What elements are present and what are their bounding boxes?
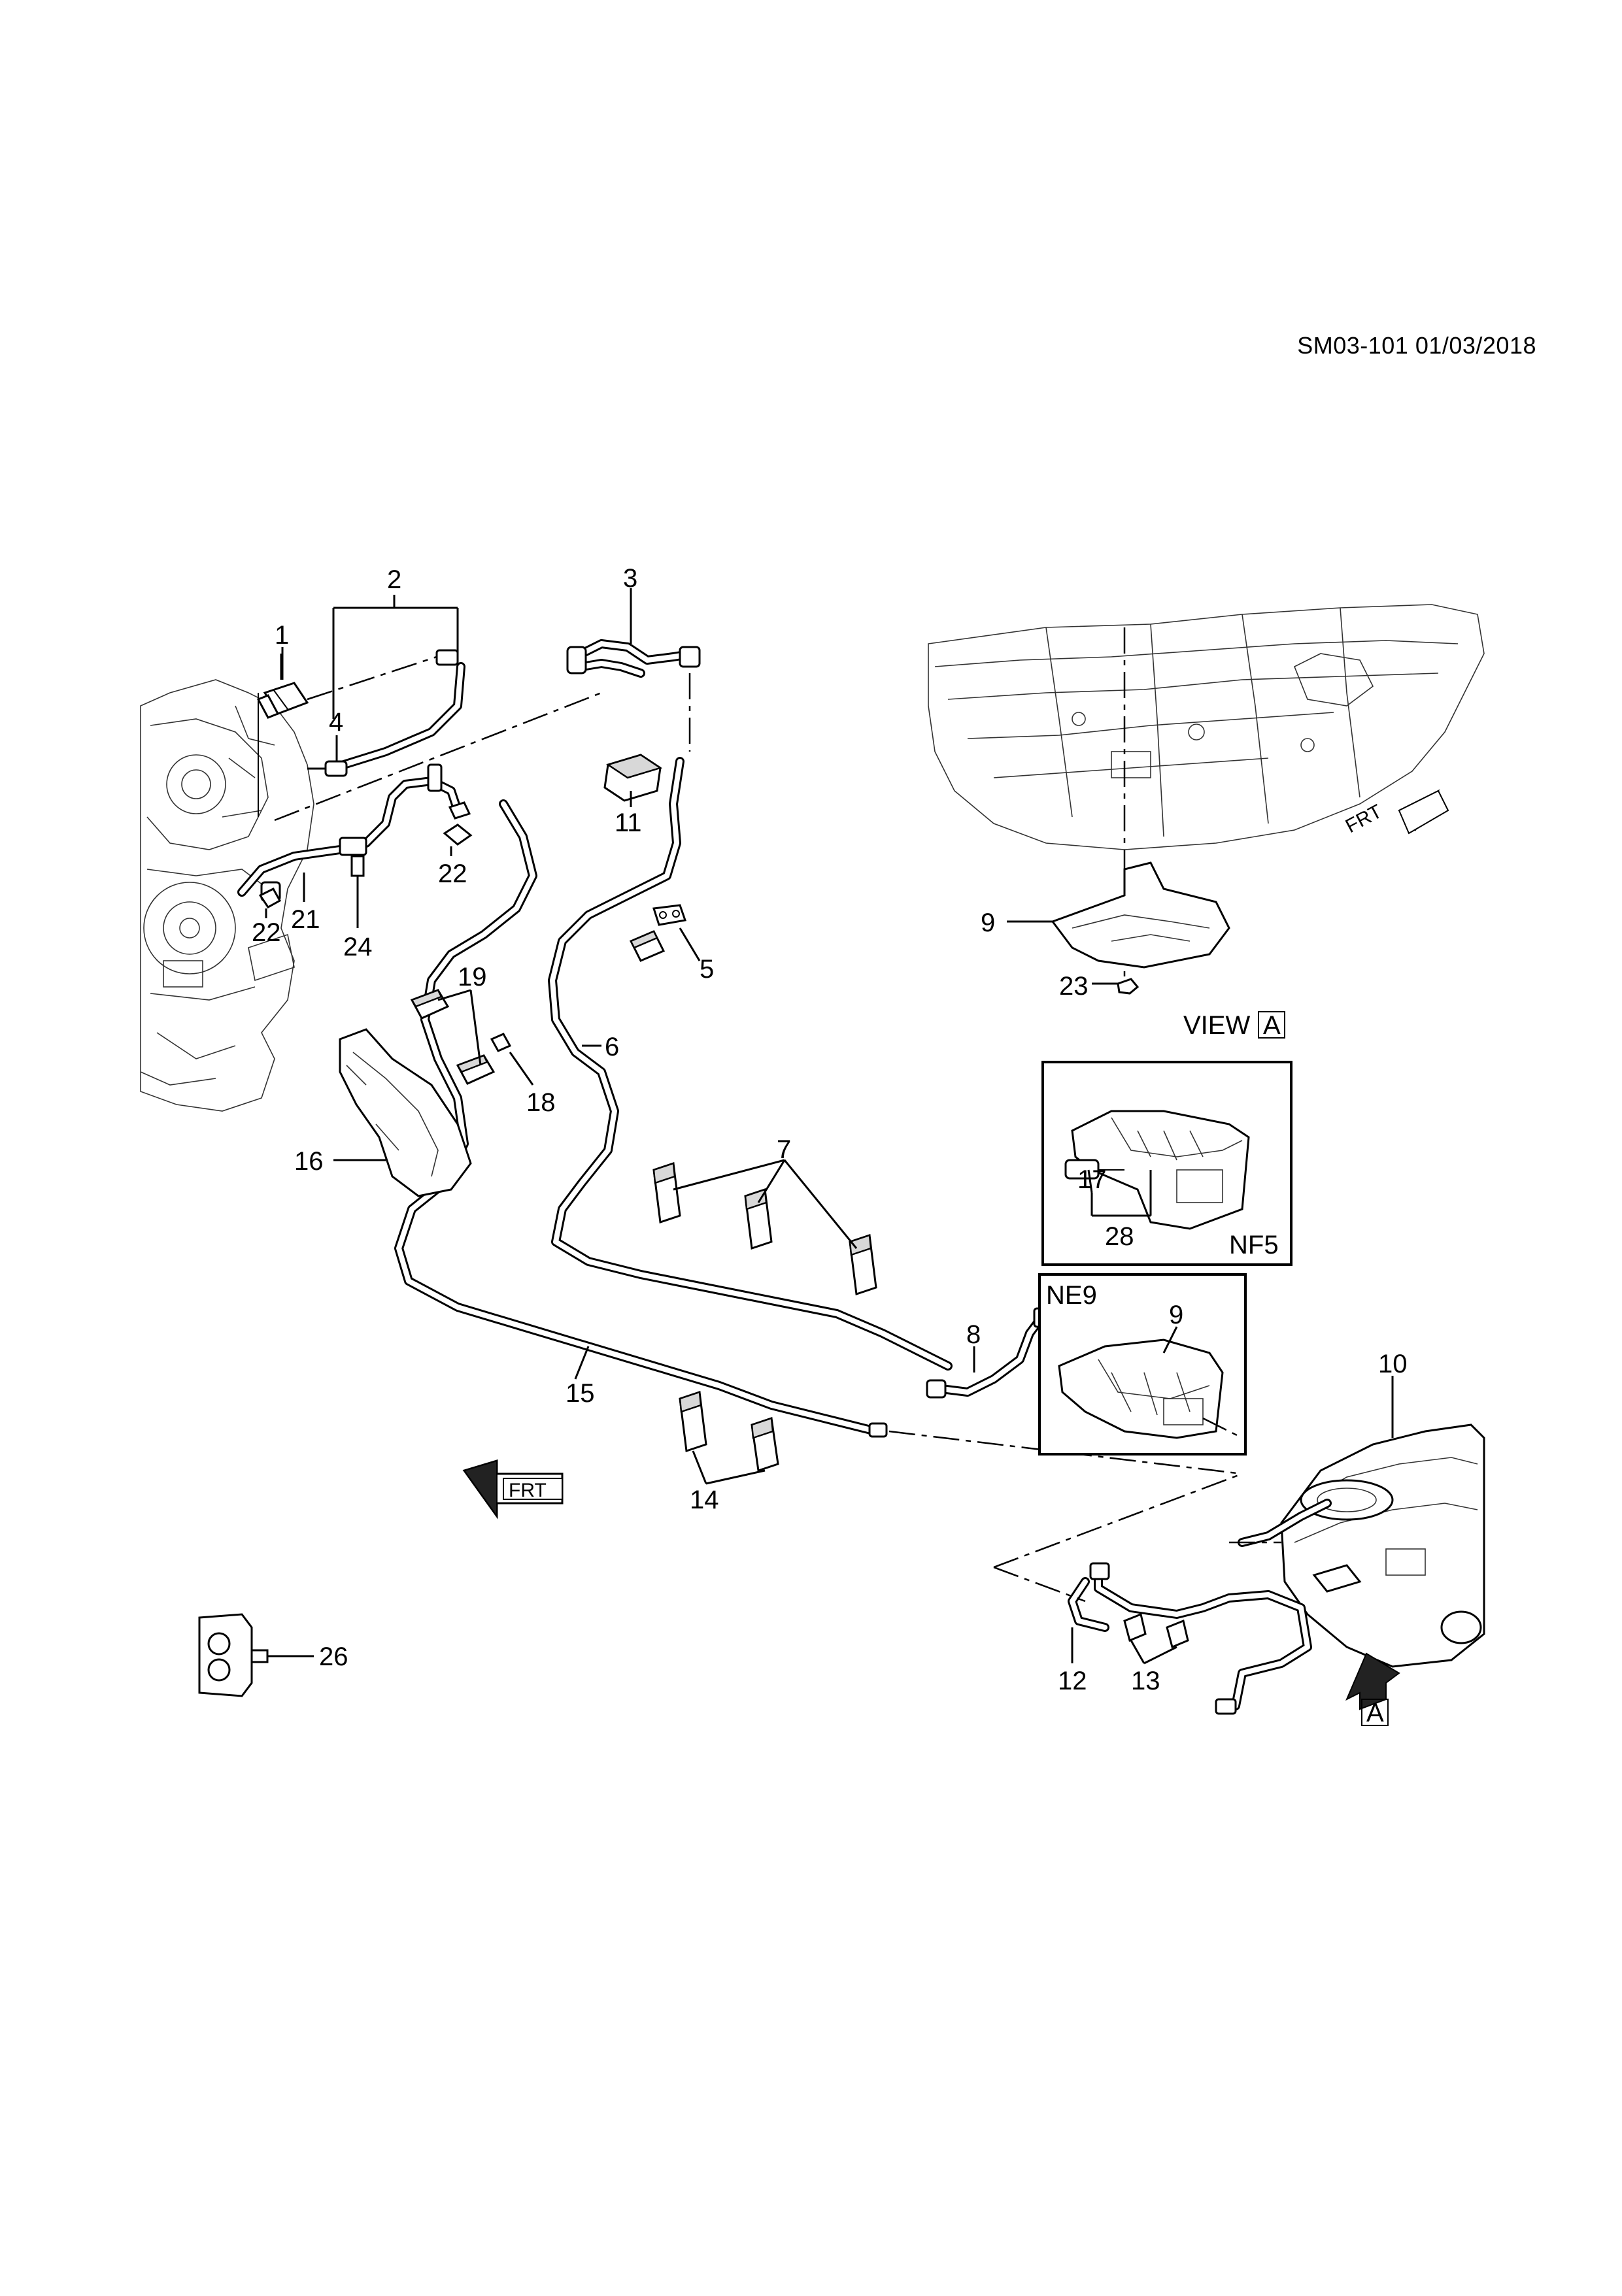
purge-pipe-2 [307, 649, 465, 773]
callout-15: 15 [566, 1379, 595, 1408]
callout-labels: 1 2 3 4 5 6 7 8 9 9 10 11 12 13 14 15 16… [252, 564, 1408, 1695]
frt-label-upper: FRT [1342, 801, 1386, 837]
hose-8 [926, 1307, 1051, 1399]
view-letter-box: A [1263, 1011, 1281, 1040]
callout-5: 5 [700, 955, 714, 984]
underbody-structure [928, 604, 1485, 980]
clip-13-b [1166, 1619, 1189, 1649]
heat-shield-16 [339, 1028, 472, 1197]
callout-11: 11 [615, 808, 642, 837]
clip-11 [603, 754, 662, 802]
canister-shield-9-view-a [1051, 861, 1230, 969]
callout-16: 16 [294, 1147, 324, 1176]
front-direction-arrow-upper: FRT [1342, 789, 1449, 837]
clip-22-upper [443, 801, 473, 846]
callout-9-ne9: 9 [1169, 1301, 1183, 1329]
callout-21: 21 [291, 905, 320, 934]
callout-24: 24 [343, 933, 373, 961]
clip-18 [490, 1033, 512, 1052]
a-arrow-letter: A [1366, 1699, 1384, 1727]
nut-23 [1117, 978, 1140, 995]
callout-22-upper: 22 [438, 859, 467, 888]
callout-18: 18 [526, 1088, 556, 1117]
clip-7-a [652, 1161, 681, 1224]
purge-pipe-3 [274, 639, 701, 822]
callout-8: 8 [966, 1320, 981, 1349]
view-a-label: VIEW A [1183, 1011, 1285, 1040]
clip-14-b [751, 1417, 779, 1472]
front-direction-arrow-lower: FRT [462, 1459, 564, 1520]
callout-26: 26 [319, 1642, 348, 1671]
clip-7-c [849, 1233, 877, 1296]
clip-19-lower [456, 1054, 496, 1085]
callout-10: 10 [1378, 1350, 1408, 1378]
document-id: SM03-101 01/03/2018 [1297, 332, 1536, 359]
callout-13: 13 [1131, 1667, 1160, 1695]
vapor-line-6 [548, 757, 953, 1371]
frt-label-lower: FRT [509, 1480, 547, 1501]
callout-2: 2 [387, 565, 401, 594]
bolt-4 [307, 760, 348, 777]
purge-valve [256, 654, 309, 817]
fuel-tank-10 [1238, 1423, 1485, 1668]
engine-block-illustration [140, 679, 314, 1112]
callout-28: 28 [1105, 1222, 1134, 1251]
callout-17: 17 [1077, 1165, 1107, 1194]
callout-1: 1 [275, 621, 289, 650]
callout-9-view-a: 9 [981, 908, 995, 937]
inset-ne9: NE9 [1038, 1273, 1247, 1456]
connector-24 [350, 855, 365, 895]
callout-6: 6 [605, 1033, 619, 1061]
callout-7: 7 [777, 1135, 791, 1164]
clip-5-lower [629, 930, 666, 962]
view-label-text: VIEW [1183, 1011, 1250, 1040]
callout-12: 12 [1058, 1667, 1087, 1695]
callout-4: 4 [329, 708, 343, 737]
clip-13-a [1123, 1612, 1147, 1642]
callout-22-lower: 22 [252, 918, 281, 947]
callout-3: 3 [623, 564, 637, 593]
inset-nf5: NF5 [1041, 1061, 1293, 1266]
callout-23: 23 [1059, 972, 1089, 1001]
callout-14: 14 [690, 1486, 719, 1514]
clip-22-lower [258, 888, 282, 908]
view-a-direction-arrow: A [1345, 1652, 1400, 1727]
rear-pipe-12 [1068, 1562, 1312, 1715]
inset-nf5-code: NF5 [1229, 1231, 1279, 1259]
clip-5-upper [652, 904, 686, 926]
leader-lines [265, 588, 1394, 1665]
clip-14-a [679, 1390, 707, 1453]
engine-pipe-21 [237, 763, 462, 902]
clip-19-upper [410, 989, 450, 1020]
connector-26 [198, 1613, 307, 1697]
clip-7-b [744, 1188, 773, 1250]
inset-ne9-code: NE9 [1046, 1281, 1097, 1310]
callout-19: 19 [458, 963, 487, 991]
